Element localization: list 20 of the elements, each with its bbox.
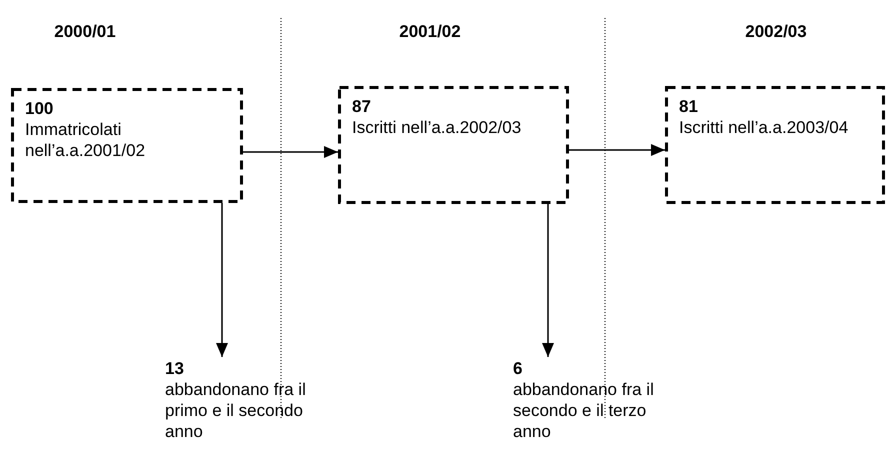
dashed-box	[665, 86, 885, 204]
count-value: 87	[352, 96, 372, 117]
description-text: abbandonano fra il secondo e il terzo anno	[513, 379, 655, 442]
year-heading: 2000/01	[53, 22, 117, 42]
count-value: 81	[679, 96, 699, 117]
arrow	[569, 144, 665, 156]
count-value: 13	[165, 358, 185, 379]
description-text: abbandonano fra il primo e il secondo anno	[165, 379, 307, 442]
arrow	[542, 204, 554, 357]
arrow	[243, 146, 338, 158]
description-text: Iscritti nell’a.a.2003/04	[679, 117, 850, 138]
arrow	[216, 203, 228, 357]
description-text: Immatricolati nell’a.a.2001/02	[25, 119, 146, 161]
dashed-box	[338, 86, 569, 204]
dashed-box	[11, 88, 243, 203]
description-text: Iscritti nell’a.a.2002/03	[352, 117, 522, 138]
count-value: 100	[25, 98, 54, 119]
year-heading: 2001/02	[398, 22, 462, 42]
count-value: 6	[513, 358, 524, 379]
year-heading: 2002/03	[744, 22, 808, 42]
